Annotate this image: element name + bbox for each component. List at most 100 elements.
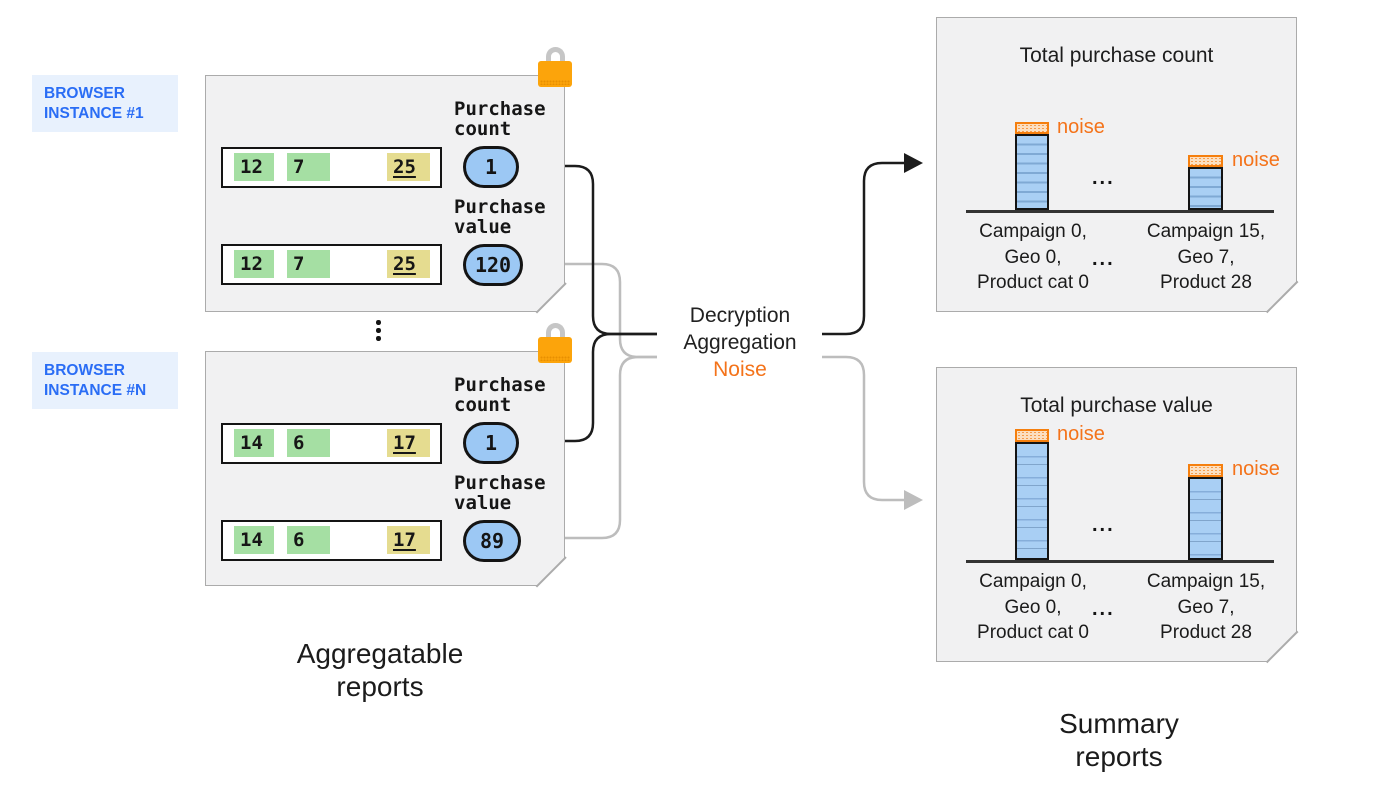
labels-ellipsis: ... xyxy=(1092,248,1115,270)
report-row: 14 6 17 xyxy=(221,423,442,464)
lock-icon xyxy=(538,47,572,87)
lock-body xyxy=(538,337,572,363)
purchase-value-label: Purchase value xyxy=(454,473,546,513)
vertical-ellipsis xyxy=(376,320,381,341)
report-row: 12 7 25 xyxy=(221,244,442,285)
bucket-chip-value: 25 xyxy=(393,253,416,275)
labels-ellipsis: ... xyxy=(1092,598,1115,620)
panel-title: Total purchase count xyxy=(1019,44,1214,67)
label-line: Product cat 0 xyxy=(977,622,1089,643)
bucket-chip: 6 xyxy=(287,526,330,554)
lock-icon xyxy=(538,323,572,363)
label-line: Product cat 0 xyxy=(977,272,1089,293)
caption-line: reports xyxy=(1075,741,1163,772)
label-line: Geo 7, xyxy=(1177,596,1235,618)
bucket-chip-value: 17 xyxy=(393,432,416,454)
purchase-count-label: Purchase count xyxy=(454,99,546,139)
label-line: Campaign 0, xyxy=(979,221,1087,242)
purchase-value-bubble: 89 xyxy=(463,520,521,562)
purchase-count-bubble: 1 xyxy=(463,422,519,464)
caption-line: Aggregatable xyxy=(296,638,464,669)
noise-label: noise xyxy=(1057,423,1105,445)
browser-instance-n-badge: BROWSER INSTANCE #N xyxy=(32,352,178,409)
label-line: Purchase xyxy=(454,472,546,494)
label-line: Campaign 15, xyxy=(1146,221,1266,242)
bucket-chip: 7 xyxy=(287,153,330,181)
label-line: Geo 7, xyxy=(1177,246,1235,268)
bucket-chip: 14 xyxy=(234,526,274,554)
noise-label: noise xyxy=(1232,458,1280,480)
badge-line: INSTANCE #1 xyxy=(44,105,144,122)
label-line: Product 28 xyxy=(1160,272,1252,293)
bucket-chip-value: 17 xyxy=(393,529,416,551)
purchase-value-label: Purchase value xyxy=(454,197,546,237)
noise-cap xyxy=(1188,464,1223,477)
noise-cap xyxy=(1015,429,1049,442)
process-noise: Noise xyxy=(713,358,767,381)
process-aggregation: Aggregation xyxy=(683,331,797,354)
bar xyxy=(1188,167,1223,210)
purchase-value-bubble: 120 xyxy=(463,244,523,286)
bucket-chip: 14 xyxy=(234,429,274,457)
bucket-chip-highlighted: 25 xyxy=(387,153,430,181)
report-row: 14 6 17 xyxy=(221,520,442,561)
label-line: value xyxy=(454,492,512,514)
bucket-chip: 12 xyxy=(234,250,274,278)
lock-shackle xyxy=(545,47,565,63)
summary-panel-count: Total purchase count noise noise ... Cam… xyxy=(936,17,1297,312)
badge-line: BROWSER xyxy=(44,362,125,379)
label-line: Purchase xyxy=(454,196,546,218)
summary-panel-value: Total purchase value noise noise ... Cam… xyxy=(936,367,1297,662)
lock-body xyxy=(538,61,572,87)
process-steps: Decryption Aggregation Noise xyxy=(650,302,830,383)
bucket-chip-highlighted: 17 xyxy=(387,526,430,554)
aggregatable-report-panel-n: 14 6 17 14 6 17 Purchase count 1 Purchas… xyxy=(205,351,565,586)
badge-line: INSTANCE #N xyxy=(44,382,147,399)
x-axis xyxy=(966,560,1274,563)
bucket-chip-highlighted: 25 xyxy=(387,250,430,278)
aggregatable-reports-caption: Aggregatable reports xyxy=(270,637,490,703)
aggregatable-report-panel-1: 12 7 25 12 7 25 Purchase count 1 Purchas… xyxy=(205,75,565,312)
x-axis-label: Campaign 15, Geo 7, Product 28 xyxy=(1131,569,1281,646)
x-axis-label: Campaign 0, Geo 0, Product cat 0 xyxy=(958,569,1108,646)
bar xyxy=(1188,477,1223,560)
bucket-chip: 12 xyxy=(234,153,274,181)
browser-instance-1-badge: BROWSER INSTANCE #1 xyxy=(32,75,178,132)
badge-line: BROWSER xyxy=(44,85,125,102)
process-decryption: Decryption xyxy=(689,304,791,327)
caption-line: reports xyxy=(336,671,424,702)
x-axis-label: Campaign 0, Geo 0, Product cat 0 xyxy=(958,219,1108,296)
black-arrow-icon xyxy=(904,153,923,173)
bars-ellipsis: ... xyxy=(1092,514,1115,536)
noise-cap xyxy=(1188,155,1223,167)
bar xyxy=(1015,134,1049,210)
gray-arrow-icon xyxy=(904,490,923,510)
caption-line: Summary xyxy=(1059,708,1179,739)
x-axis-label: Campaign 15, Geo 7, Product 28 xyxy=(1131,219,1281,296)
bucket-chip-value: 25 xyxy=(393,156,416,178)
panel-title: Total purchase value xyxy=(1020,394,1213,417)
noise-label: noise xyxy=(1232,149,1280,171)
label-line: Purchase xyxy=(454,374,546,396)
noise-cap xyxy=(1015,122,1049,134)
label-line: Campaign 15, xyxy=(1146,571,1266,592)
bar xyxy=(1015,442,1049,560)
label-line: Product 28 xyxy=(1160,622,1252,643)
label-line: Campaign 0, xyxy=(979,571,1087,592)
label-line: Geo 0, xyxy=(1004,596,1062,618)
summary-reports-caption: Summary reports xyxy=(1009,707,1229,773)
x-axis xyxy=(966,210,1274,213)
bucket-chip-highlighted: 17 xyxy=(387,429,430,457)
label-line: Geo 0, xyxy=(1004,246,1062,268)
label-line: Purchase xyxy=(454,98,546,120)
noise-label: noise xyxy=(1057,116,1105,138)
label-line: count xyxy=(454,394,512,416)
purchase-count-bubble: 1 xyxy=(463,146,519,188)
label-line: value xyxy=(454,216,512,238)
purchase-count-label: Purchase count xyxy=(454,375,546,415)
bucket-chip: 6 xyxy=(287,429,330,457)
bars-ellipsis: ... xyxy=(1092,167,1115,189)
lock-shackle xyxy=(545,323,565,339)
label-line: count xyxy=(454,118,512,140)
